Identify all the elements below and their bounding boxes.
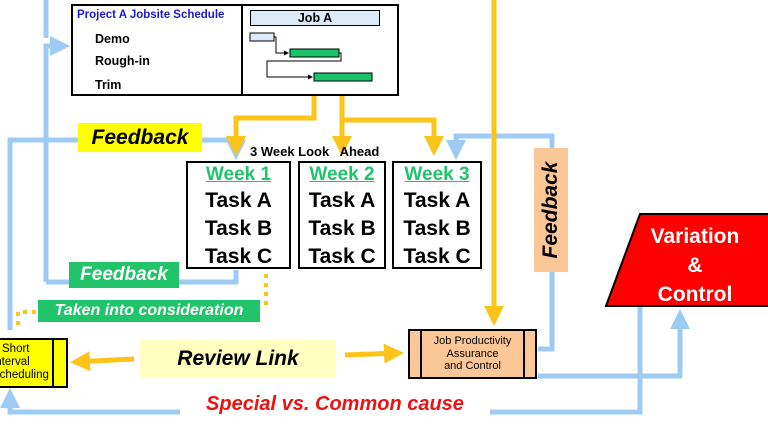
schedule-item-rough-in: Rough-in [95,54,150,68]
blue-jpac-feedback [446,133,555,352]
jobsite-schedule-box: Project A Jobsite Schedule Demo Rough-in… [71,4,399,96]
taken-into-consideration-label: Taken into consideration [38,300,260,322]
feedback-label-right: Feedback [534,148,568,272]
yellow-to-week1 [226,96,317,156]
gantt-bars [249,32,373,82]
yellow-dotted-horizontal [16,310,36,326]
yellow-to-week3 [342,117,444,156]
week-box-2: Week 2 Task A Task B Task C [298,161,386,269]
schedule-divider [241,6,243,94]
feedback-label-right-text: Feedback [539,161,562,259]
schedule-item-trim: Trim [95,78,122,92]
schedule-title: Project A Jobsite Schedule [77,9,225,21]
sis-line: Short [2,343,30,355]
sis-line: Scheduling [0,369,49,381]
task-item: Task B [204,217,273,240]
variation-line: Control [657,283,733,306]
gantt-bar-trim [313,72,373,82]
job-productivity-text: Job Productivity Assurance and Control [420,331,525,377]
task-item: Task B [308,217,376,240]
week-title: Week 2 [309,164,375,185]
variation-line: & [687,254,703,277]
special-vs-common-cause-label: Special vs. Common cause [180,393,490,416]
jpac-line: Job Productivity [433,335,512,348]
lookahead-label: 3 Week Look Ahead [250,144,380,159]
week-box-3: Week 3 Task A Task B Task C [392,161,482,269]
gantt-dependency-1 [274,36,289,56]
variation-control-text: Variation & Control [622,222,768,309]
gantt-dependency-2 [266,52,342,80]
yellow-review-to-sis [70,351,135,372]
task-item: Task C [204,245,273,268]
feedback-label-middle: Feedback [69,262,179,288]
jpac-line: and Control [444,360,501,373]
blue-jpac-to-variation [538,309,690,379]
schedule-job-header: Job A [250,10,380,26]
sis-line: Interval [0,356,30,368]
week-title: Week 3 [404,164,470,185]
blue-up-to-schedule [43,36,70,282]
short-interval-scheduling-text: Short Interval Scheduling [0,340,54,386]
short-interval-scheduling-box: Short Interval Scheduling [0,338,68,388]
task-item: Task A [308,189,376,212]
variation-line: Variation [650,225,740,248]
task-item: Task B [403,217,471,240]
week-title: Week 1 [205,164,272,185]
feedback-label-top: Feedback [78,123,202,152]
task-item: Task C [308,245,376,268]
job-productivity-box: Job Productivity Assurance and Control [408,329,537,379]
task-item: Task A [403,189,471,212]
schedule-item-demo: Demo [95,32,130,46]
task-item: Task C [403,245,471,268]
gantt-bar-rough-in [289,48,340,58]
task-item: Task A [205,189,272,212]
variation-control-shape [604,213,768,307]
yellow-review-to-jpac [344,343,404,364]
week-box-1: Week 1 Task A Task B Task C [186,161,291,269]
jpac-line: Assurance [446,347,499,360]
review-link-label: Review Link [140,340,336,378]
gantt-bar-demo [249,32,275,42]
